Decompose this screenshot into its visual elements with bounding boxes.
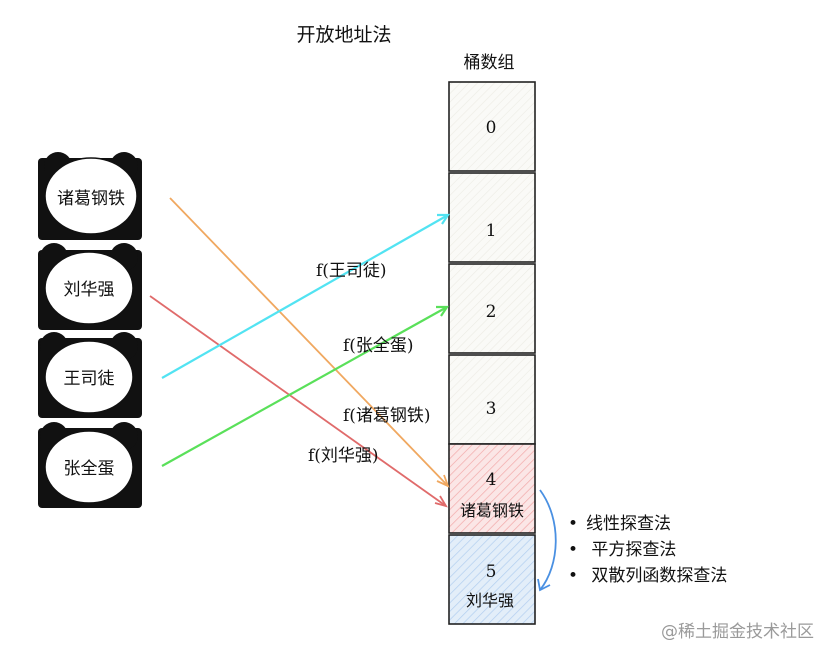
key-avatar-wang: 王司徒 — [38, 332, 142, 418]
bucket-cell-0: 0 — [448, 81, 536, 172]
watermark: @稀土掘金技术社区 — [661, 622, 814, 642]
key-name: 诸葛钢铁 — [57, 189, 125, 209]
bucket-index: 1 — [486, 221, 497, 241]
hash-label-zhang: f(张全蛋) — [343, 336, 414, 356]
arrow-zhang-to-2 — [161, 305, 450, 467]
probe-method-item: 平方探查法 — [568, 537, 727, 563]
bucket-occupant: 刘华强 — [466, 591, 514, 610]
bucket-cell-3: 3 — [448, 354, 536, 445]
hash-label-zhuge: f(诸葛钢铁) — [343, 406, 431, 426]
key-name: 张全蛋 — [64, 459, 115, 479]
hash-label-wang: f(王司徒) — [316, 261, 387, 281]
bucket-index: 4 — [486, 470, 497, 490]
probe-method-item: 线性探查法 — [568, 511, 727, 537]
bucket-index: 2 — [486, 302, 497, 322]
bucket-occupant: 诸葛钢铁 — [460, 501, 524, 520]
bucket-cell-5: 5 刘华强 — [448, 534, 536, 625]
probe-method-list: 线性探查法 平方探查法 双散列函数探查法 — [568, 511, 727, 589]
key-name: 刘华强 — [64, 280, 115, 300]
probe-arrow — [537, 489, 557, 592]
key-name: 王司徒 — [64, 369, 115, 389]
bucket-array: 0 1 2 3 4 诸葛钢铁 5 刘华强 — [448, 81, 536, 625]
diagram-title: 开放地址法 — [296, 24, 391, 46]
bucket-cell-4: 4 诸葛钢铁 — [448, 443, 536, 534]
probe-method-item: 双散列函数探查法 — [568, 563, 727, 589]
arrow-wang-to-1 — [161, 213, 451, 379]
bucket-index: 5 — [486, 562, 497, 582]
bucket-index: 0 — [486, 118, 497, 138]
key-avatar-zhuge: 诸葛钢铁 — [38, 152, 142, 240]
bucket-cell-2: 2 — [448, 263, 536, 354]
hash-label-liu: f(刘华强) — [308, 446, 379, 466]
bucket-array-header: 桶数组 — [464, 53, 515, 73]
key-avatar-zhang: 张全蛋 — [38, 422, 142, 508]
arrow-liu-to-4 — [149, 295, 448, 508]
key-avatar-liu: 刘华强 — [38, 243, 142, 330]
hash-arrows — [149, 197, 451, 508]
bucket-index: 3 — [486, 399, 497, 419]
arrow-zhuge-to-4 — [169, 197, 450, 488]
bucket-cell-1: 1 — [448, 172, 536, 263]
